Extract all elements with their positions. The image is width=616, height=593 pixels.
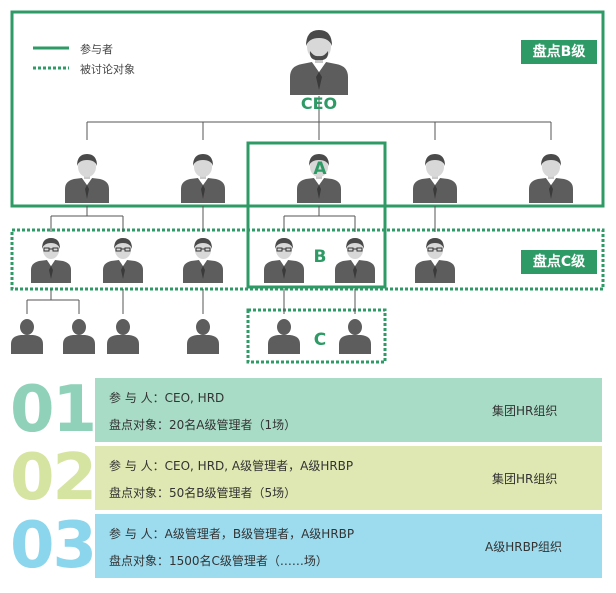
staff-figure	[63, 319, 95, 354]
targets-value: 1500名C级管理者（……场）	[169, 554, 328, 568]
participants-line: 参 与 人：CEO, HRD	[109, 389, 224, 406]
staff-figure	[339, 319, 371, 354]
step-number: 03	[10, 509, 97, 583]
org-label: 集团HR组织	[492, 472, 558, 486]
group-c-label: C	[313, 330, 327, 350]
targets-key: 盘点对象：	[109, 418, 170, 432]
exec-figure	[181, 154, 225, 203]
step-number: 01	[10, 373, 97, 447]
step-number: 02	[10, 441, 97, 515]
participants-value: CEO, HRD	[164, 391, 225, 405]
targets-line: 盘点对象：20名A级管理者（1场）	[109, 416, 296, 433]
exec-figure	[529, 154, 573, 203]
participants-value: A级管理者，B级管理者，A级HRBP	[164, 527, 355, 541]
a-group-frame	[246, 141, 387, 289]
manager-figure	[414, 237, 456, 284]
staff-figure	[107, 319, 139, 354]
exec-figure	[413, 154, 457, 203]
org-label: 集团HR组织	[492, 404, 558, 418]
targets-key: 盘点对象：	[109, 554, 170, 568]
step-panel: 参 与 人：CEO, HRD 盘点对象：20名A级管理者（1场） 集团HR组织	[95, 378, 602, 442]
connector-lines	[26, 96, 552, 314]
staff-figure	[187, 319, 219, 354]
c-level-frame	[10, 228, 605, 291]
participants-key: 参 与 人：	[109, 459, 165, 473]
manager-figure	[102, 237, 144, 284]
manager-figure	[263, 237, 305, 284]
manager-figure	[30, 237, 72, 284]
targets-line: 盘点对象：1500名C级管理者（……场）	[109, 552, 328, 569]
participants-key: 参 与 人：	[109, 527, 165, 541]
targets-key: 盘点对象：	[109, 486, 170, 500]
targets-value: 20名A级管理者（1场）	[169, 418, 297, 432]
ceo-figure	[290, 30, 348, 95]
step-panel: 参 与 人：A级管理者，B级管理者，A级HRBP 盘点对象：1500名C级管理者…	[95, 514, 602, 578]
legend-solid-label: 参与者	[80, 43, 113, 56]
manager-figure	[334, 237, 376, 284]
participants-value: CEO, HRD, A级管理者，A级HRBP	[164, 459, 354, 473]
staff-figure	[11, 319, 43, 354]
group-a-label: A	[313, 159, 327, 179]
b-level-tag: 盘点B级	[521, 40, 597, 64]
step-panel: 参 与 人：CEO, HRD, A级管理者，A级HRBP 盘点对象：50名B级管…	[95, 446, 602, 510]
c-level-tag: 盘点C级	[521, 250, 597, 274]
group-b-label: B	[313, 247, 327, 267]
targets-value: 50名B级管理者（5场）	[169, 486, 297, 500]
exec-figure	[65, 154, 109, 203]
participants-key: 参 与 人：	[109, 391, 165, 405]
participants-line: 参 与 人：CEO, HRD, A级管理者，A级HRBP	[109, 457, 353, 474]
legend-dotted-label: 被讨论对象	[80, 63, 135, 76]
targets-line: 盘点对象：50名B级管理者（5场）	[109, 484, 296, 501]
c-group-frame	[246, 308, 387, 364]
participants-line: 参 与 人：A级管理者，B级管理者，A级HRBP	[109, 525, 354, 542]
ceo-label: CEO	[300, 94, 338, 113]
staff-figure	[268, 319, 300, 354]
org-label: A级HRBP组织	[485, 540, 563, 554]
b-level-frame	[10, 10, 605, 208]
manager-figure	[182, 237, 224, 284]
